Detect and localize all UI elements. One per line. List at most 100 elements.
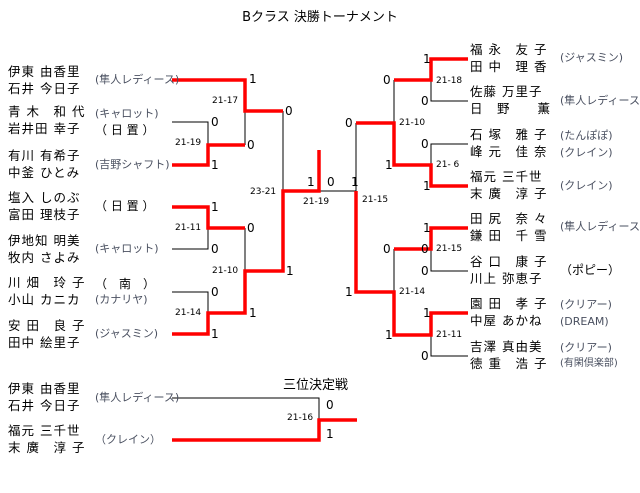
final-match-score: 21-19 <box>303 197 330 207</box>
club-name: (吉野シャフト) <box>95 158 170 171</box>
player-name: 有川 有希子 <box>8 148 81 163</box>
game-score: 1 <box>423 221 431 235</box>
match-score: 21-15 <box>362 195 389 205</box>
player-name: 牧内 さよみ <box>8 250 81 265</box>
club-name: (クリアー) <box>560 298 612 311</box>
game-score: 0 <box>345 116 353 130</box>
game-score: 0 <box>383 242 391 256</box>
match-score: 21-11 <box>175 223 202 233</box>
game-score: 0 <box>211 242 219 256</box>
player-name: 石 塚 雅 子 <box>470 127 548 142</box>
game-score: 1 <box>385 158 393 172</box>
game-score: 0 <box>211 285 219 299</box>
player-name: 福 永 友 子 <box>470 42 548 57</box>
club-name: (クリアー) <box>560 341 612 354</box>
club-name: (隼人レディース) <box>95 73 180 86</box>
game-score: 1 <box>351 175 359 189</box>
club-name: （ 南 ） <box>95 277 156 291</box>
club-name: （クレイン） <box>95 433 161 446</box>
match-score: 21-15 <box>436 244 463 254</box>
player-name: 安 田 良 子 <box>8 318 86 333</box>
player-name: 田 尻 奈 々 <box>470 211 548 226</box>
match-score: 21-18 <box>436 76 463 86</box>
game-score: 1 <box>211 158 219 172</box>
game-score: 0 <box>421 349 429 363</box>
club-name: (カナリヤ) <box>95 293 148 306</box>
game-score: 1 <box>345 285 353 299</box>
game-score: 0 <box>327 175 335 189</box>
club-name: (たんぽぽ) <box>560 129 613 142</box>
game-score: 0 <box>383 73 391 87</box>
club-name: (キャロット) <box>95 242 159 255</box>
match-score: 21-19 <box>175 138 202 148</box>
player-name: 中釜 ひとみ <box>8 165 81 180</box>
club-name: (DREAM) <box>560 315 609 328</box>
player-name: 富田 理枝子 <box>8 207 81 222</box>
game-score: 1 <box>423 179 431 193</box>
match-score: 23-21 <box>250 187 277 197</box>
game-score: 0 <box>326 398 334 412</box>
game-score: 0 <box>247 221 255 235</box>
player-name: 伊東 由香里 <box>8 64 81 79</box>
game-score: 1 <box>211 327 219 341</box>
player-name: 塩入 しのぶ <box>8 190 81 205</box>
club-name: （ 日 置 ） <box>95 123 155 137</box>
club-name: (キャロット) <box>95 107 159 120</box>
player-name: 福元 三千世 <box>8 423 81 438</box>
game-score: 1 <box>385 328 393 342</box>
player-name: 園 田 孝 子 <box>470 296 548 311</box>
player-name: 日 野 薫 <box>470 101 552 116</box>
player-name: 石井 今日子 <box>8 398 81 413</box>
club-name: (隼人レディース) <box>560 220 640 233</box>
third-place-title: 三位決定戦 <box>283 378 349 393</box>
game-score: 1 <box>249 72 257 86</box>
game-score: 1 <box>307 175 315 189</box>
club-name: (ジャスミン) <box>560 51 624 64</box>
player-name: 岩井田 幸子 <box>8 121 81 136</box>
game-score: 1 <box>211 200 219 214</box>
game-score: 0 <box>421 242 429 256</box>
player-name: 吉澤 真由美 <box>470 339 543 354</box>
player-name: 峰 元 佳 奈 <box>470 144 548 159</box>
match-score: 21-10 <box>212 266 239 276</box>
club-name: （ポピー） <box>560 263 621 277</box>
player-name: 佐藤 万里子 <box>470 84 543 99</box>
game-score: 0 <box>421 264 429 278</box>
game-score: 0 <box>211 115 219 129</box>
game-score: 1 <box>423 306 431 320</box>
match-score: 21-17 <box>212 96 239 106</box>
club-name: (隼人レディース) <box>560 94 640 107</box>
match-score: 21-11 <box>436 330 463 340</box>
player-name: 鎌 田 千 雪 <box>470 228 548 243</box>
game-score: 1 <box>423 52 431 66</box>
player-name: 田中 絵里子 <box>8 335 81 350</box>
match-score: 21-10 <box>399 118 426 128</box>
match-score: 21- 6 <box>436 160 460 170</box>
club-name: (ジャスミン) <box>95 327 159 340</box>
player-name: 福元 三千世 <box>470 169 543 184</box>
game-score: 0 <box>421 94 429 108</box>
player-name: 谷 口 康 子 <box>470 254 548 269</box>
bracket-black-lines <box>172 80 468 420</box>
player-name: 末 廣 淳 子 <box>8 440 86 455</box>
player-name: 川上 弥恵子 <box>470 271 543 286</box>
game-score: 0 <box>421 137 429 151</box>
game-score: 0 <box>285 104 293 118</box>
player-name: 青 木 和 代 <box>8 104 86 119</box>
player-name: 徳 重 浩 子 <box>470 356 548 371</box>
player-name: 石井 今日子 <box>8 81 81 96</box>
club-name: (有閑倶楽部) <box>560 358 618 369</box>
match-score: 21-14 <box>399 287 426 297</box>
club-name: (クレイン) <box>560 179 613 192</box>
page-title: Bクラス 決勝トーナメント <box>242 10 398 25</box>
club-name: (隼人レディース) <box>95 391 180 404</box>
game-score: 1 <box>249 306 257 320</box>
player-name: 川 畑 玲 子 <box>8 275 86 290</box>
club-name: (クレイン) <box>560 146 613 159</box>
player-name: 伊東 由香里 <box>8 381 81 396</box>
player-name: 末 廣 淳 子 <box>470 186 548 201</box>
player-name: 中屋 あかね <box>470 313 543 328</box>
game-score: 1 <box>326 427 334 441</box>
bracket-winner-lines <box>172 57 468 442</box>
